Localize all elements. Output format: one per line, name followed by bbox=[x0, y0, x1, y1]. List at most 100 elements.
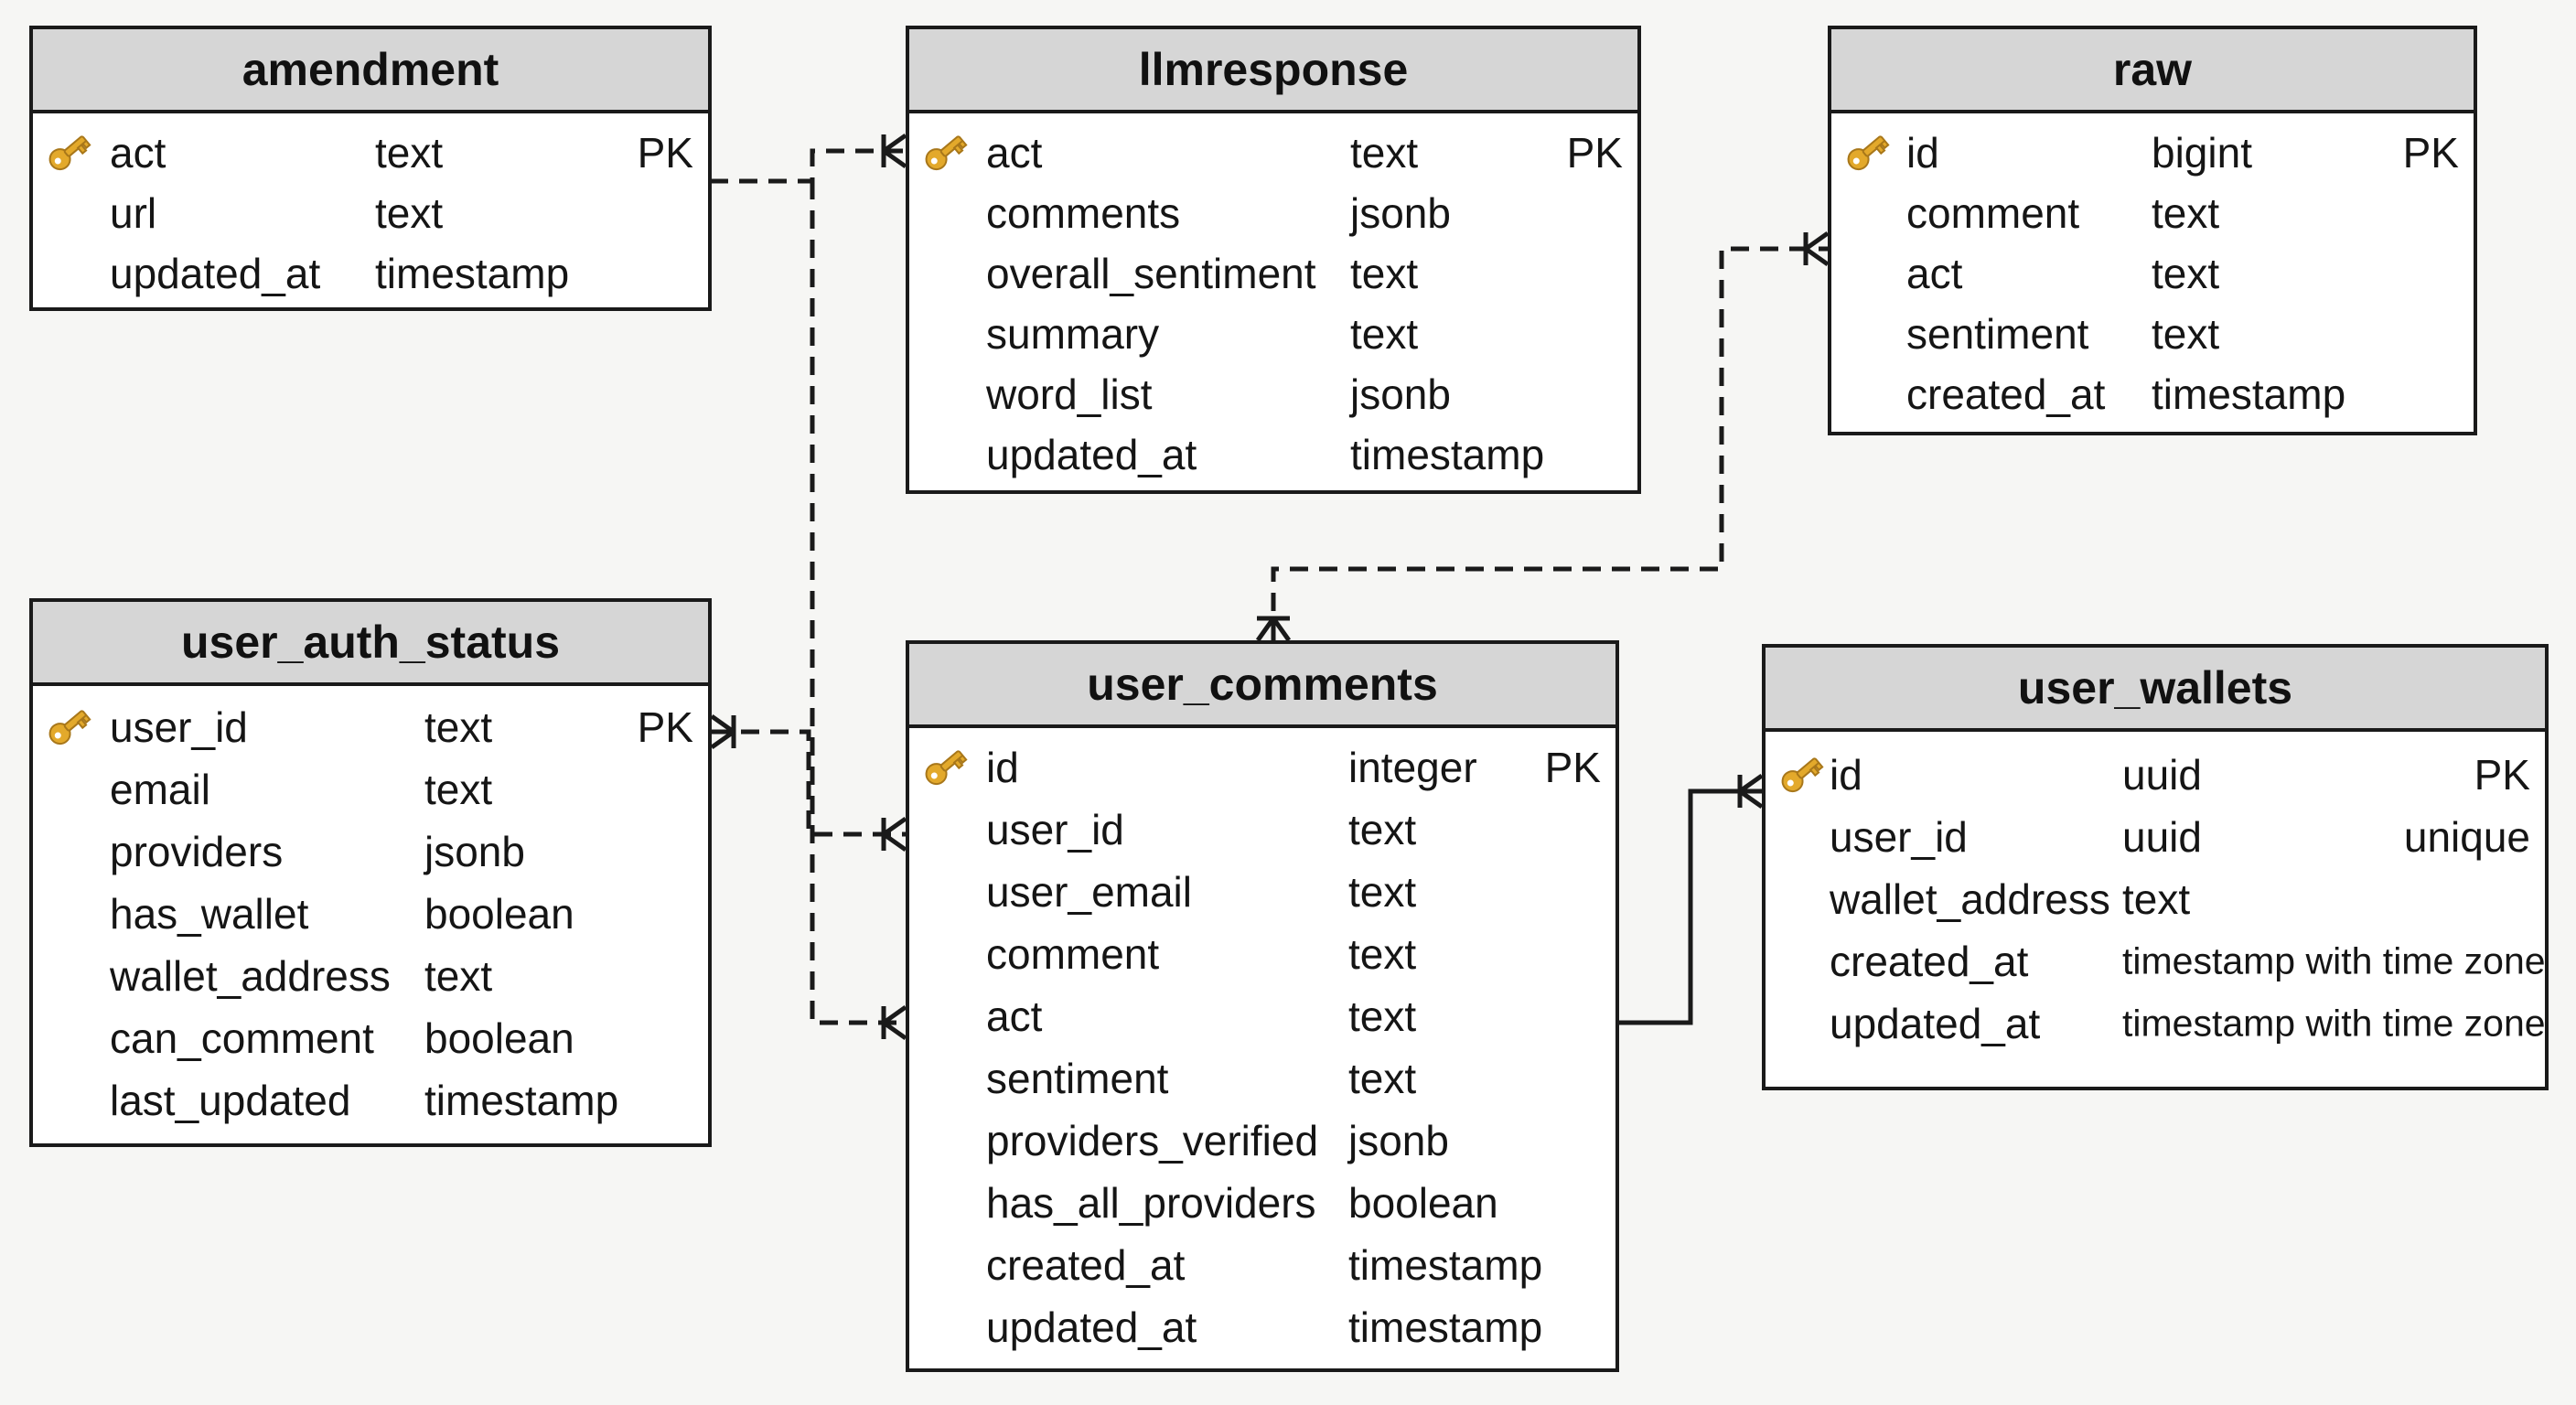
column-type: timestamp with time zone bbox=[2122, 939, 2546, 982]
table-llmresponse[interactable]: llmresponse act text PK comments jsonb overal… bbox=[906, 26, 1641, 494]
column-type: text bbox=[1350, 129, 1419, 177]
column-name: comment bbox=[1906, 189, 2080, 237]
column-name: user_id bbox=[110, 703, 248, 751]
column-row: user_id text PK bbox=[33, 697, 708, 757]
primary-key-label: PK bbox=[1566, 129, 1623, 177]
column-row: user_email text bbox=[909, 862, 1615, 922]
column-type: timestamp bbox=[1348, 1303, 1543, 1351]
column-name: word_list bbox=[986, 370, 1153, 418]
column-type: timestamp bbox=[2152, 370, 2346, 418]
primary-key-label: PK bbox=[1544, 744, 1601, 791]
column-row: can_comment boolean bbox=[33, 1008, 708, 1068]
column-name: overall_sentiment bbox=[986, 250, 1316, 297]
column-name: updated_at bbox=[110, 250, 321, 297]
relation-amendment-user-comments bbox=[810, 181, 906, 1025]
table-title: amendment bbox=[33, 29, 708, 113]
column-name: act bbox=[986, 129, 1043, 177]
crows-foot-marker bbox=[1803, 231, 1830, 267]
column-type: timestamp with time zone bbox=[2122, 1002, 2546, 1045]
crows-foot-marker bbox=[1255, 616, 1292, 642]
primary-key-label: PK bbox=[637, 129, 693, 177]
constraint-label: unique bbox=[2403, 813, 2530, 861]
column-type: text bbox=[1348, 930, 1417, 978]
column-type: text bbox=[375, 129, 444, 177]
column-name: can_comment bbox=[110, 1014, 374, 1062]
column-type: text bbox=[1348, 992, 1417, 1040]
column-row: comments jsonb bbox=[909, 183, 1637, 243]
column-type: timestamp bbox=[375, 250, 570, 297]
column-type: timestamp bbox=[1350, 431, 1545, 478]
column-name: user_email bbox=[986, 868, 1192, 916]
column-type: boolean bbox=[1348, 1179, 1498, 1227]
primary-key-icon bbox=[42, 127, 93, 178]
table-title: user_auth_status bbox=[33, 602, 708, 686]
column-name: created_at bbox=[986, 1241, 1186, 1289]
column-row: sentiment text bbox=[909, 1048, 1615, 1109]
column-name: last_updated bbox=[110, 1077, 351, 1124]
column-name: user_id bbox=[1830, 813, 1968, 861]
table-title: user_wallets bbox=[1766, 648, 2545, 732]
column-row: comment text bbox=[909, 924, 1615, 984]
column-row: act text PK bbox=[909, 123, 1637, 183]
column-type: text bbox=[1348, 806, 1417, 853]
crows-foot-marker bbox=[881, 816, 907, 853]
column-type: boolean bbox=[424, 1014, 574, 1062]
column-name: wallet_address bbox=[1830, 875, 2110, 923]
column-row: id bigint PK bbox=[1831, 123, 2474, 183]
column-type: jsonb bbox=[1350, 189, 1451, 237]
column-name: sentiment bbox=[1906, 310, 2089, 358]
column-name: id bbox=[1906, 129, 1939, 177]
column-name: providers bbox=[110, 828, 284, 875]
column-type: text bbox=[424, 952, 493, 1000]
column-name: comments bbox=[986, 189, 1181, 237]
table-title: raw bbox=[1831, 29, 2474, 113]
primary-key-label: PK bbox=[2402, 129, 2459, 177]
column-name: id bbox=[986, 744, 1019, 791]
primary-key-icon bbox=[918, 742, 970, 793]
column-type: bigint bbox=[2152, 129, 2252, 177]
column-name: email bbox=[110, 766, 210, 813]
column-type: timestamp bbox=[1348, 1241, 1543, 1289]
column-type: text bbox=[2152, 310, 2220, 358]
column-name: wallet_address bbox=[110, 952, 391, 1000]
column-type: jsonb bbox=[1348, 1117, 1449, 1164]
column-type: uuid bbox=[2122, 813, 2202, 861]
column-name: summary bbox=[986, 310, 1160, 358]
column-name: has_all_providers bbox=[986, 1179, 1316, 1227]
column-name: user_id bbox=[986, 806, 1124, 853]
column-row: updated_at timestamp bbox=[33, 243, 708, 304]
column-row: user_id uuid unique bbox=[1766, 807, 2545, 867]
relation-user-comments-user-wallets bbox=[1619, 788, 1762, 1025]
column-row: user_id text bbox=[909, 799, 1615, 860]
column-type: text bbox=[1350, 250, 1419, 297]
column-name: updated_at bbox=[986, 1303, 1197, 1351]
table-title: llmresponse bbox=[909, 29, 1637, 113]
column-name: has_wallet bbox=[110, 890, 309, 938]
column-type: text bbox=[1350, 310, 1419, 358]
primary-key-icon bbox=[1841, 127, 1892, 178]
column-type: text bbox=[1348, 868, 1417, 916]
column-type: text bbox=[424, 703, 493, 751]
column-name: comment bbox=[986, 930, 1160, 978]
column-type: text bbox=[1348, 1055, 1417, 1102]
column-name: sentiment bbox=[986, 1055, 1169, 1102]
primary-key-label: PK bbox=[637, 703, 693, 751]
primary-key-label: PK bbox=[2474, 751, 2530, 799]
column-type: jsonb bbox=[1350, 370, 1451, 418]
